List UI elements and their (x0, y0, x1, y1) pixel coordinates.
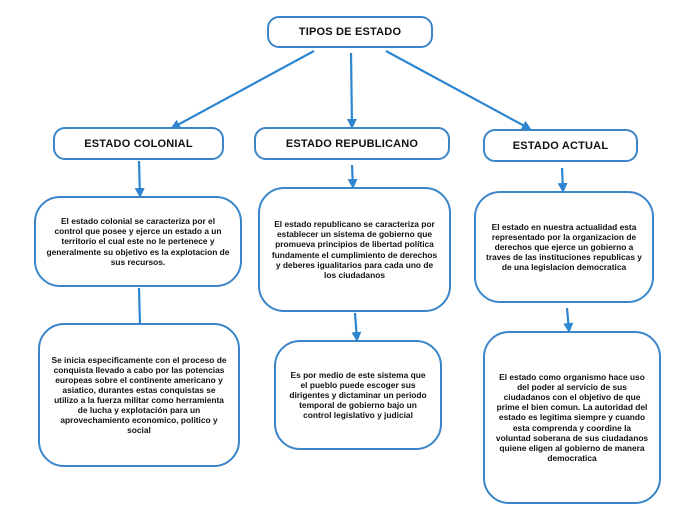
actual-detail: El estado como organismo hace uso del po… (483, 331, 661, 504)
colonial-definition-text: El estado colonial se caracteriza por el… (46, 216, 230, 267)
root-label: TIPOS DE ESTADO (298, 26, 402, 38)
arrow-republicano-to-text1 (347, 164, 358, 189)
colonial-detail-text: Se inicia especificamente con el proceso… (51, 354, 227, 436)
actual-definition-text: El estado en nuestra actualidad esta rep… (486, 221, 642, 273)
republicano-definition-text: El estado republicano se caracteriza por… (271, 219, 438, 280)
arrow-actual-text1-to-text2 (563, 307, 574, 333)
arrow-root-to-republicano (346, 52, 357, 129)
arrow-actual-to-text1 (557, 167, 568, 193)
republicano-detail-text: Es por medio de este sistema que el pueb… (289, 369, 427, 421)
republicano-definition: El estado republicano se caracteriza por… (258, 187, 451, 312)
arrow-root-to-actual (385, 50, 532, 130)
republicano-detail: Es por medio de este sistema que el pueb… (274, 340, 442, 450)
root-node: TIPOS DE ESTADO (267, 16, 433, 48)
arrow-root-to-colonial (170, 50, 315, 129)
branch-republicano: ESTADO REPUBLICANO (254, 127, 450, 160)
actual-definition: El estado en nuestra actualidad esta rep… (474, 191, 654, 303)
arrow-republicano-text1-to-text2 (351, 312, 362, 342)
line-colonial-text1-to-text2 (137, 287, 142, 325)
branch-colonial-label: ESTADO COLONIAL (84, 137, 193, 150)
colonial-definition: El estado colonial se caracteriza por el… (34, 196, 242, 287)
actual-detail-text: El estado como organismo hace uso del po… (495, 372, 649, 463)
branch-colonial: ESTADO COLONIAL (53, 127, 224, 160)
branch-actual: ESTADO ACTUAL (483, 129, 638, 162)
colonial-detail: Se inicia especificamente con el proceso… (38, 323, 240, 467)
branch-actual-label: ESTADO ACTUAL (512, 139, 609, 152)
branch-republicano-label: ESTADO REPUBLICANO (285, 137, 419, 150)
arrow-colonial-to-text1 (134, 160, 145, 198)
